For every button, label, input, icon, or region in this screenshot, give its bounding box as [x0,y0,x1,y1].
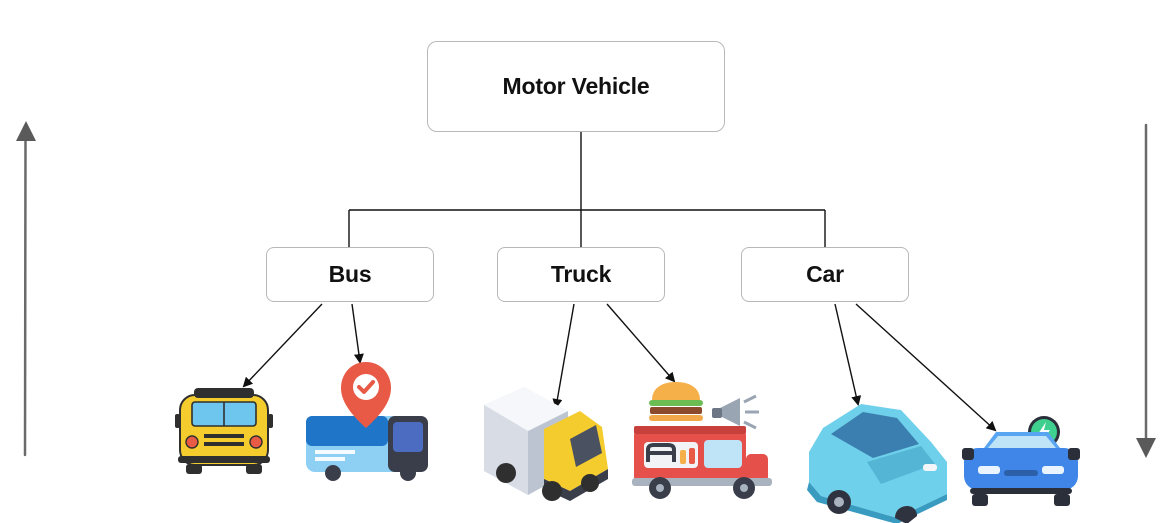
bus-label: Bus [328,261,372,287]
food-truck-icon [632,382,772,499]
truck-to-delivery-truck-arrow [552,303,575,409]
truck-label: Truck [550,261,612,287]
electric-car-icon [962,416,1080,506]
car-node: Car [741,247,909,302]
bus-to-city-bus-arrow [351,303,364,364]
leaf-arrows [242,303,997,432]
city-bus-location-icon [306,362,428,481]
up-arrow-left [16,121,36,457]
car-to-hatchback-arrow [834,303,862,406]
car-to-electric-car-arrow [855,303,997,432]
motor-vehicle-node: Motor Vehicle [427,41,725,132]
hatchback-car-icon [807,404,947,523]
school-bus-icon [175,388,273,474]
truck-to-food-truck-arrow [606,303,676,383]
tree-connectors [348,132,826,247]
motor-vehicle-label: Motor Vehicle [502,73,650,99]
down-arrow-right [1136,123,1156,458]
car-label: Car [806,261,844,287]
bus-to-school-bus-arrow [242,303,323,388]
delivery-truck-icon [484,387,608,501]
bus-node: Bus [266,247,434,302]
truck-node: Truck [497,247,665,302]
